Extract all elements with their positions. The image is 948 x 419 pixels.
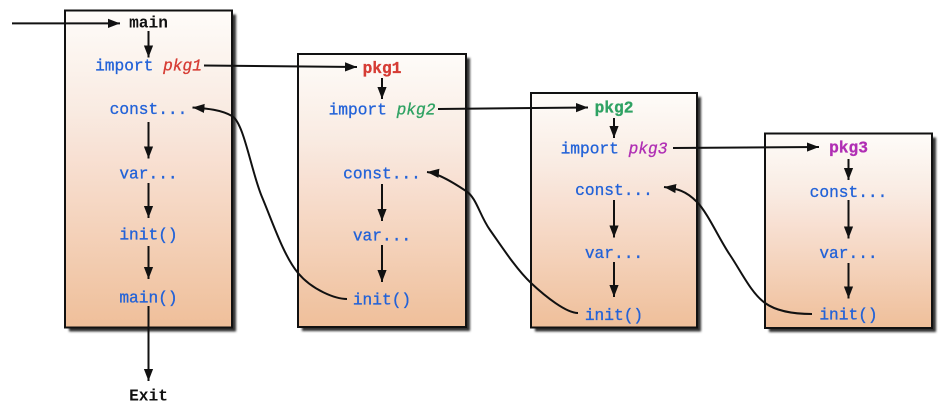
svg-text:var...: var... bbox=[353, 228, 411, 246]
svg-text:init(): init() bbox=[353, 292, 411, 310]
svg-text:const...: const... bbox=[575, 182, 653, 200]
svg-text:import pkg2: import pkg2 bbox=[329, 102, 436, 120]
svg-text:var...: var... bbox=[119, 166, 177, 184]
svg-text:pkg3: pkg3 bbox=[829, 140, 868, 158]
svg-text:init(): init() bbox=[585, 307, 643, 325]
svg-text:init(): init() bbox=[119, 227, 177, 245]
svg-text:import pkg3: import pkg3 bbox=[561, 141, 668, 159]
svg-text:pkg1: pkg1 bbox=[363, 60, 402, 78]
svg-text:pkg2: pkg2 bbox=[595, 100, 634, 118]
svg-text:var...: var... bbox=[819, 245, 877, 263]
svg-text:main: main bbox=[129, 15, 168, 33]
svg-text:import pkg1: import pkg1 bbox=[95, 58, 202, 76]
svg-text:const...: const... bbox=[110, 101, 188, 119]
svg-text:init(): init() bbox=[819, 307, 877, 325]
svg-text:const...: const... bbox=[343, 166, 421, 184]
svg-text:const...: const... bbox=[810, 184, 888, 202]
svg-text:main(): main() bbox=[119, 290, 177, 308]
svg-text:Exit: Exit bbox=[129, 388, 168, 406]
svg-text:var...: var... bbox=[585, 245, 643, 263]
